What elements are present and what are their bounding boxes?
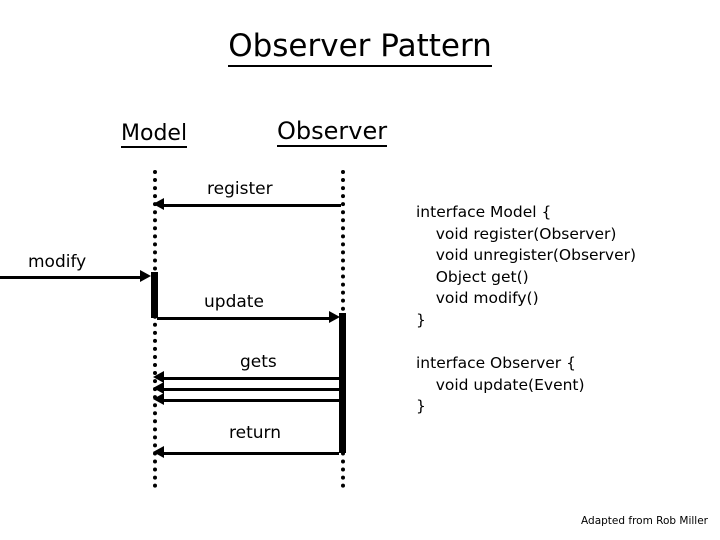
message-line-return (159, 452, 339, 455)
lifeline-header-model: Model (121, 120, 188, 148)
message-label-register: register (207, 179, 273, 199)
message-line-modify (0, 276, 140, 279)
message-arrowhead-update (329, 311, 340, 323)
message-arrowhead-gets-1 (153, 371, 164, 383)
page-title: Observer Pattern (0, 28, 720, 67)
message-line-update (157, 317, 330, 320)
message-line-gets-2 (159, 388, 339, 391)
message-arrowhead-return (153, 446, 164, 458)
message-label-modify: modify (28, 252, 87, 272)
message-label-gets: gets (240, 352, 277, 372)
message-label-update: update (204, 292, 264, 312)
lifeline-header-observer: Observer (277, 117, 388, 147)
code-block-observer: interface Observer { void update(Event) … (416, 354, 585, 415)
lifeline-model (153, 170, 157, 488)
activation-bar-model (151, 272, 158, 318)
message-arrowhead-modify (140, 270, 151, 282)
message-line-gets-3 (159, 399, 339, 402)
lifeline-header-model-label: Model (121, 121, 188, 148)
activation-bar-observer (339, 313, 346, 453)
message-line-register (159, 204, 341, 207)
code-block-model: interface Model { void register(Observer… (416, 203, 637, 329)
message-arrowhead-gets-2 (153, 382, 164, 394)
message-arrowhead-gets-3 (153, 393, 164, 405)
message-arrowhead-register (153, 198, 164, 210)
attribution-footer: Adapted from Rob Miller (581, 515, 708, 527)
page-title-text: Observer Pattern (228, 28, 492, 67)
lifeline-header-observer-label: Observer (277, 117, 388, 147)
message-label-return: return (229, 423, 281, 443)
message-line-gets-1 (159, 377, 339, 380)
